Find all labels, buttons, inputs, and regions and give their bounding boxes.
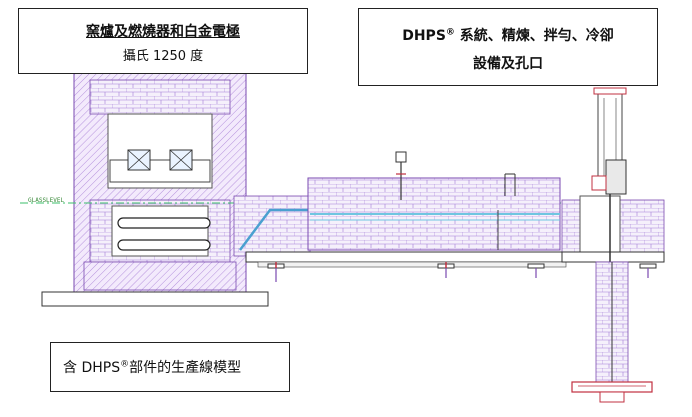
feeder-orifice <box>571 381 653 393</box>
furnace-label-box: 窯爐及燃燒器和白金電極 攝氏 1250 度 <box>18 8 308 74</box>
model-registered-mark: ® <box>120 359 130 370</box>
dhps-line1-text: 系統、精煉、拌勻、冷卻 <box>454 28 614 44</box>
model-caption-box: 含 DHPS®部件的生產線模型 <box>50 342 290 392</box>
stirrer-motor <box>395 151 407 163</box>
model-caption-suffix: 部件的生產線模型 <box>129 360 242 376</box>
refining-channel <box>233 151 657 282</box>
furnace-title: 窯爐及燃燒器和白金電極 <box>86 24 240 40</box>
furnace <box>73 71 247 293</box>
electrode-lower <box>117 239 211 251</box>
dhps-brand: DHPS <box>402 28 446 44</box>
model-caption-prefix: 含 DHPS <box>63 360 121 376</box>
dhps-title-line1: DHPS® 系統、精煉、拌勻、冷卻 <box>359 25 657 45</box>
cooling-orifice-section <box>561 87 665 403</box>
drive-motor <box>605 159 627 195</box>
dhps-title-line2: 設備及孔口 <box>473 56 543 72</box>
furnace-temperature: 攝氏 1250 度 <box>122 49 204 64</box>
dhps-label-box: DHPS® 系統、精煉、拌勻、冷卻 設備及孔口 <box>358 8 658 86</box>
electrode-upper <box>117 217 211 229</box>
glass-level-label: GLASSLEVEL <box>28 197 65 204</box>
furnace-base <box>41 291 269 307</box>
dhps-registered-mark: ® <box>445 27 455 38</box>
